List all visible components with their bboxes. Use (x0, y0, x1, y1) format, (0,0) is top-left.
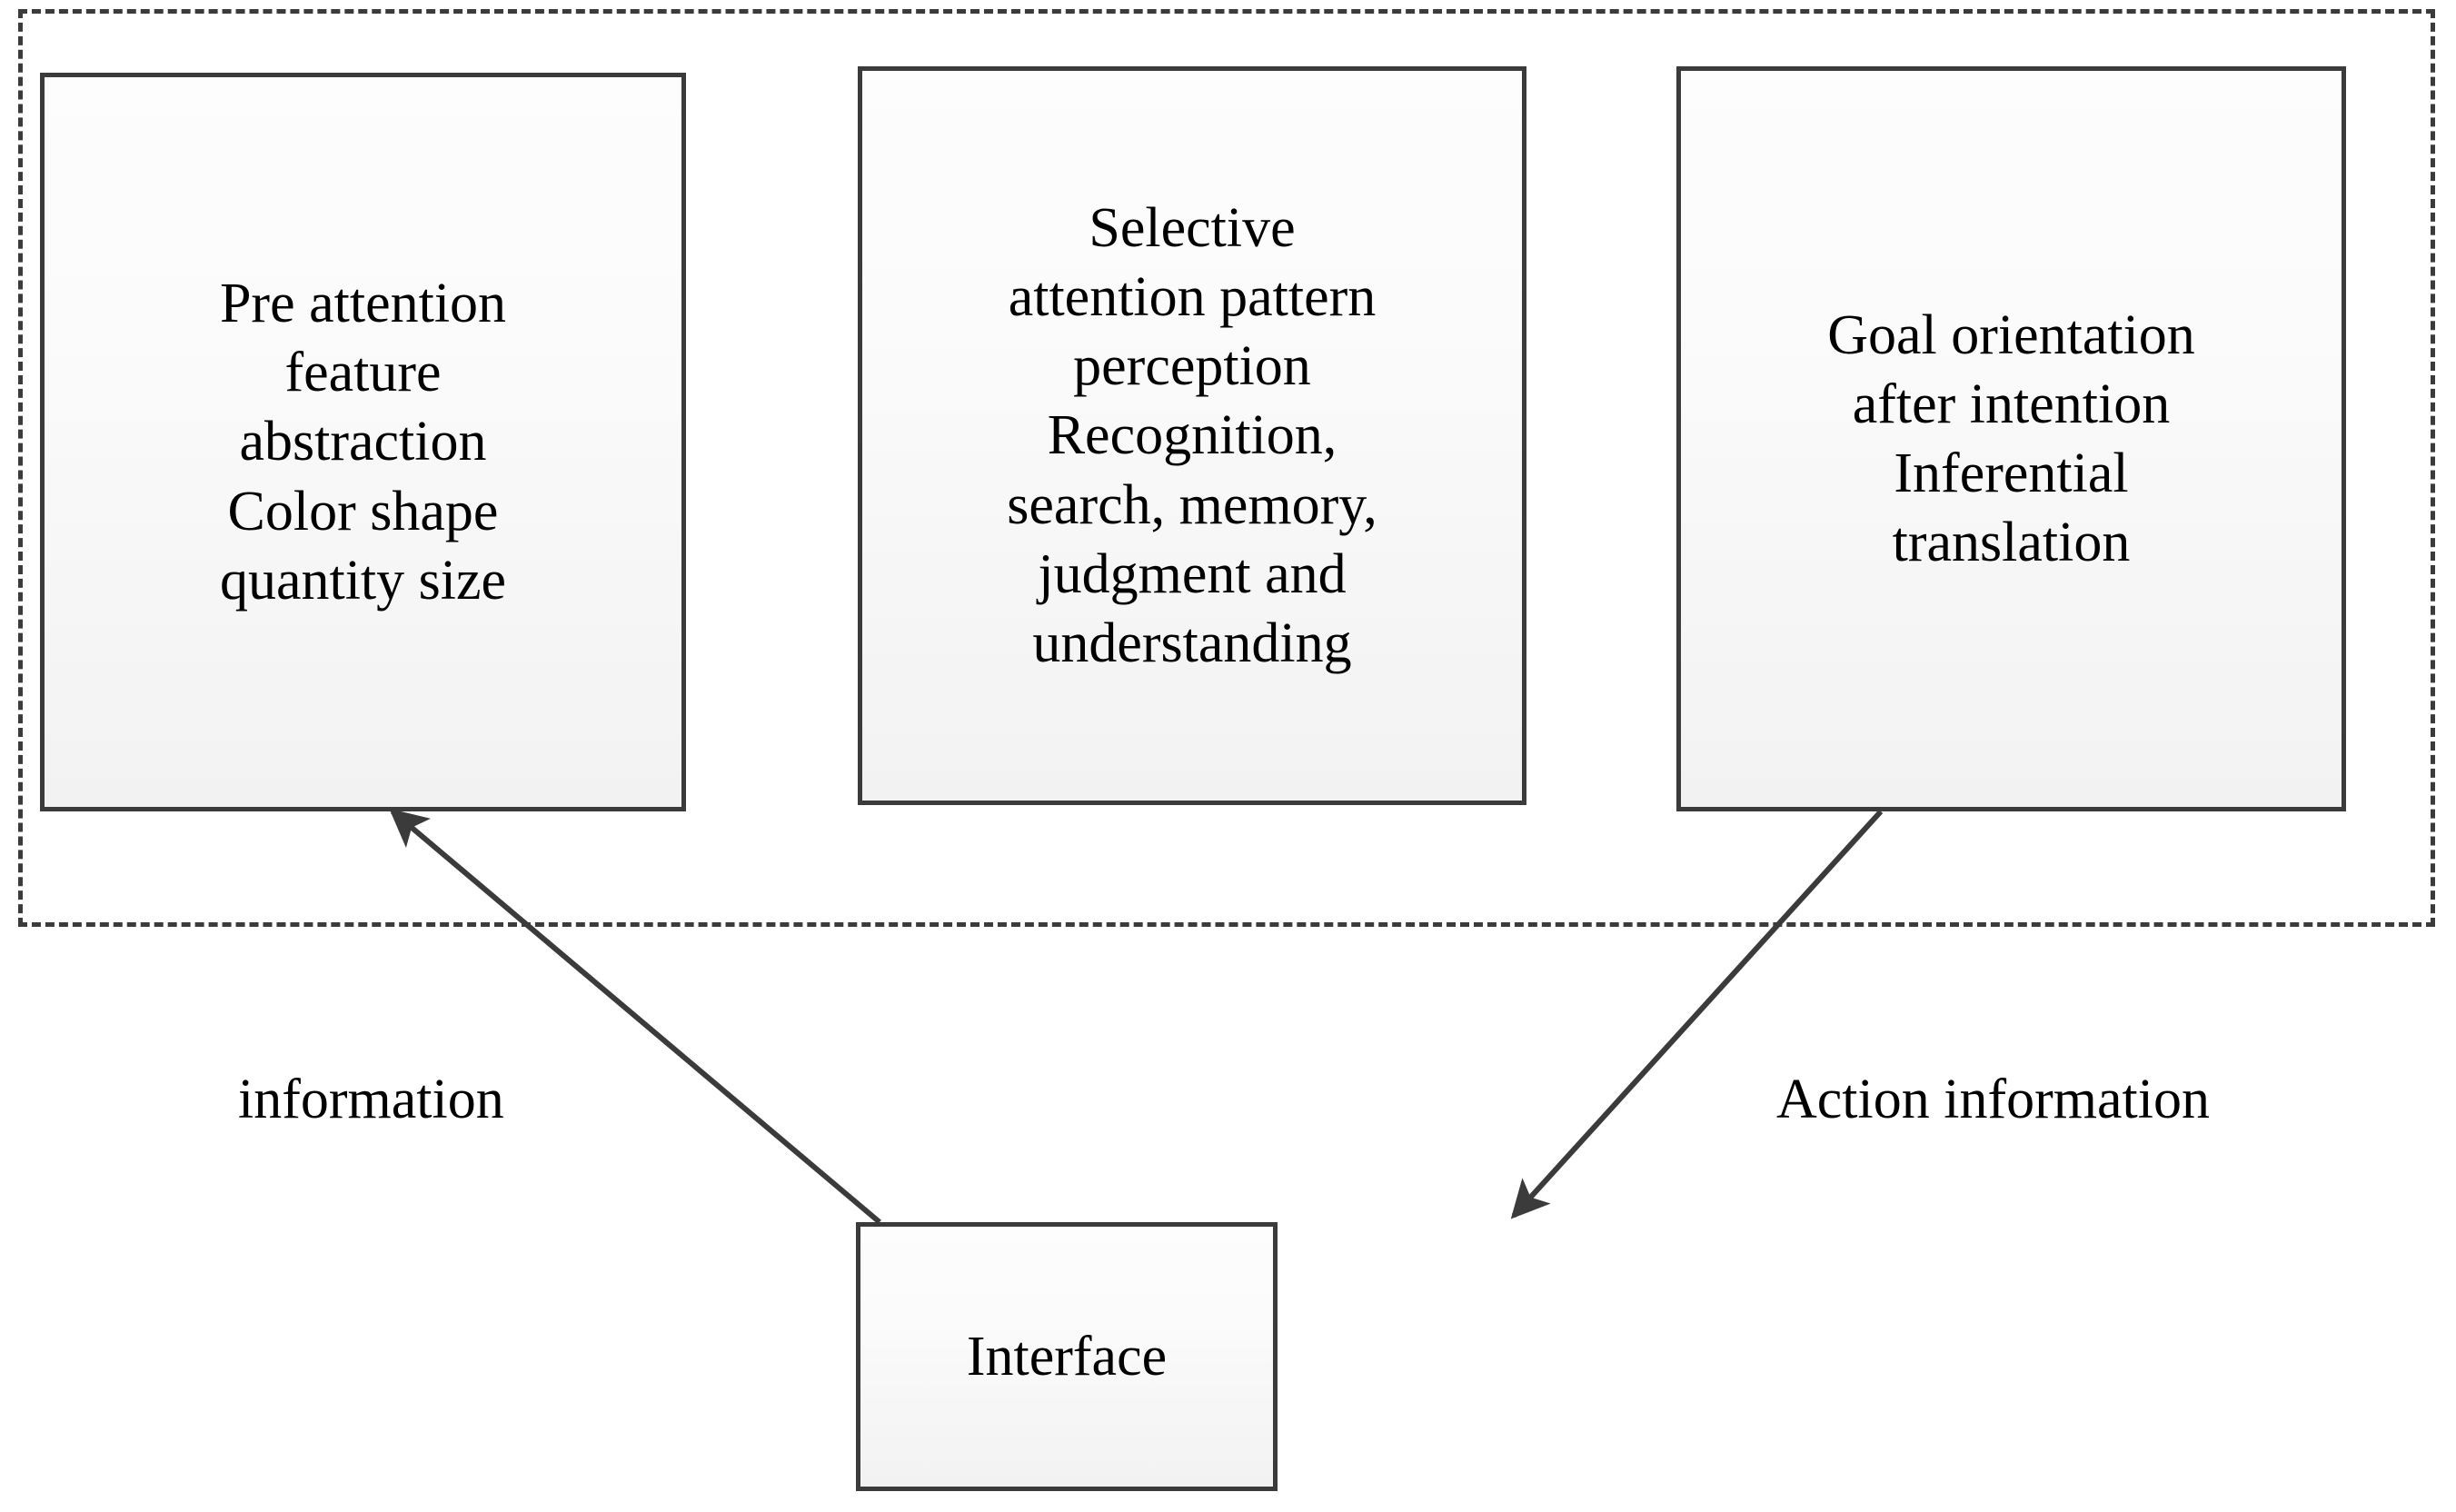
box-pre-attention[interactable]: Pre attention feature abstraction Color … (40, 73, 686, 811)
box-pre-attention-label: Pre attention feature abstraction Color … (219, 272, 507, 612)
box-interface[interactable]: Interface (856, 1222, 1278, 1491)
cognitive-region-dashed-boundary (18, 9, 2435, 927)
box-goal-orientation[interactable]: Goal orientation after intention Inferen… (1676, 66, 2346, 811)
box-goal-orientation-label: Goal orientation after intention Inferen… (1827, 303, 2195, 574)
edge-label-action-information: Action information (1776, 1069, 2210, 1130)
box-selective-attention-label: Selective attention pattern perception R… (1007, 196, 1377, 675)
edge-label-information: information (238, 1069, 504, 1130)
box-interface-label: Interface (966, 1325, 1168, 1388)
box-selective-attention[interactable]: Selective attention pattern perception R… (858, 66, 1526, 805)
